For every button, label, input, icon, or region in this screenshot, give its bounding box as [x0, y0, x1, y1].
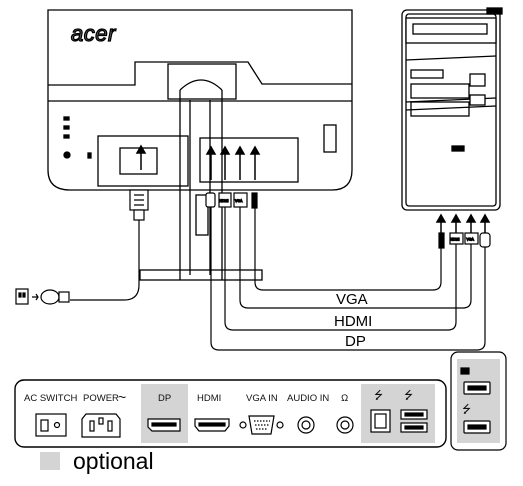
- legend-optional-text: optional: [73, 448, 154, 474]
- svg-text:VGA: VGA: [235, 199, 243, 203]
- hdmi-port-label: HDMI: [197, 393, 221, 404]
- ac-switch-label: AC SWITCH: [24, 393, 77, 404]
- legend: optional: [40, 448, 154, 474]
- vga-port: [239, 415, 284, 435]
- pc-cable-plugs: HDMI VGA: [438, 232, 491, 249]
- dp-cable: [210, 207, 486, 351]
- svg-text:HDMI: HDMI: [220, 199, 229, 203]
- power-label: POWER: [83, 393, 119, 404]
- usb-downstream-icon: ⭍: [404, 389, 413, 402]
- wall-outlet-icon: [15, 288, 70, 305]
- pc-vga-tag: VGA: [467, 238, 475, 242]
- port-panel: AC SWITCH POWER ~ DP HDMI VGA IN AUDIO I…: [14, 379, 447, 448]
- audio-in-label: AUDIO IN: [287, 393, 329, 404]
- cables: [210, 207, 486, 351]
- monitor-back: acer: [47, 9, 353, 281]
- hdmi-cable-label: HDMI: [334, 313, 372, 330]
- side-usb-panel: ⭍: [450, 351, 507, 451]
- dp-port-label: DP: [158, 393, 171, 404]
- monitor-cable-plugs: HDMI VGA: [205, 192, 258, 209]
- legend-swatch: [40, 452, 60, 470]
- usb-upstream-port: [370, 409, 391, 433]
- headphone-port: [336, 416, 354, 434]
- power-ac-symbol: ~: [118, 389, 126, 405]
- power-cord-plug: [70, 189, 149, 301]
- dp-port: [147, 418, 181, 432]
- vga-in-label: VGA IN: [246, 393, 278, 404]
- dp-cable-label: DP: [345, 333, 366, 350]
- ac-switch-port: [35, 413, 67, 437]
- monitor-brand-logo: acer: [71, 21, 117, 46]
- audio-in-port: [297, 416, 315, 434]
- monitor-port-arrows: [135, 144, 261, 180]
- headphone-icon: Ω: [341, 393, 348, 404]
- dp-optional-shade: [141, 384, 188, 443]
- side-usb-icon: ⭍: [462, 403, 471, 416]
- hdmi-cable: [224, 207, 457, 331]
- audio-cable: [254, 208, 442, 291]
- hdmi-port: [194, 418, 230, 432]
- usb-downstream-ports: [400, 409, 428, 433]
- pc-tower: [401, 7, 503, 211]
- vga-cable-label: VGA: [336, 291, 368, 308]
- power-socket-port: [81, 413, 121, 438]
- pc-port-arrows: [435, 213, 491, 233]
- pc-hdmi-tag: HDMI: [451, 238, 460, 242]
- vga-cable: [239, 207, 472, 309]
- usb-upstream-icon: ⭍: [374, 389, 383, 402]
